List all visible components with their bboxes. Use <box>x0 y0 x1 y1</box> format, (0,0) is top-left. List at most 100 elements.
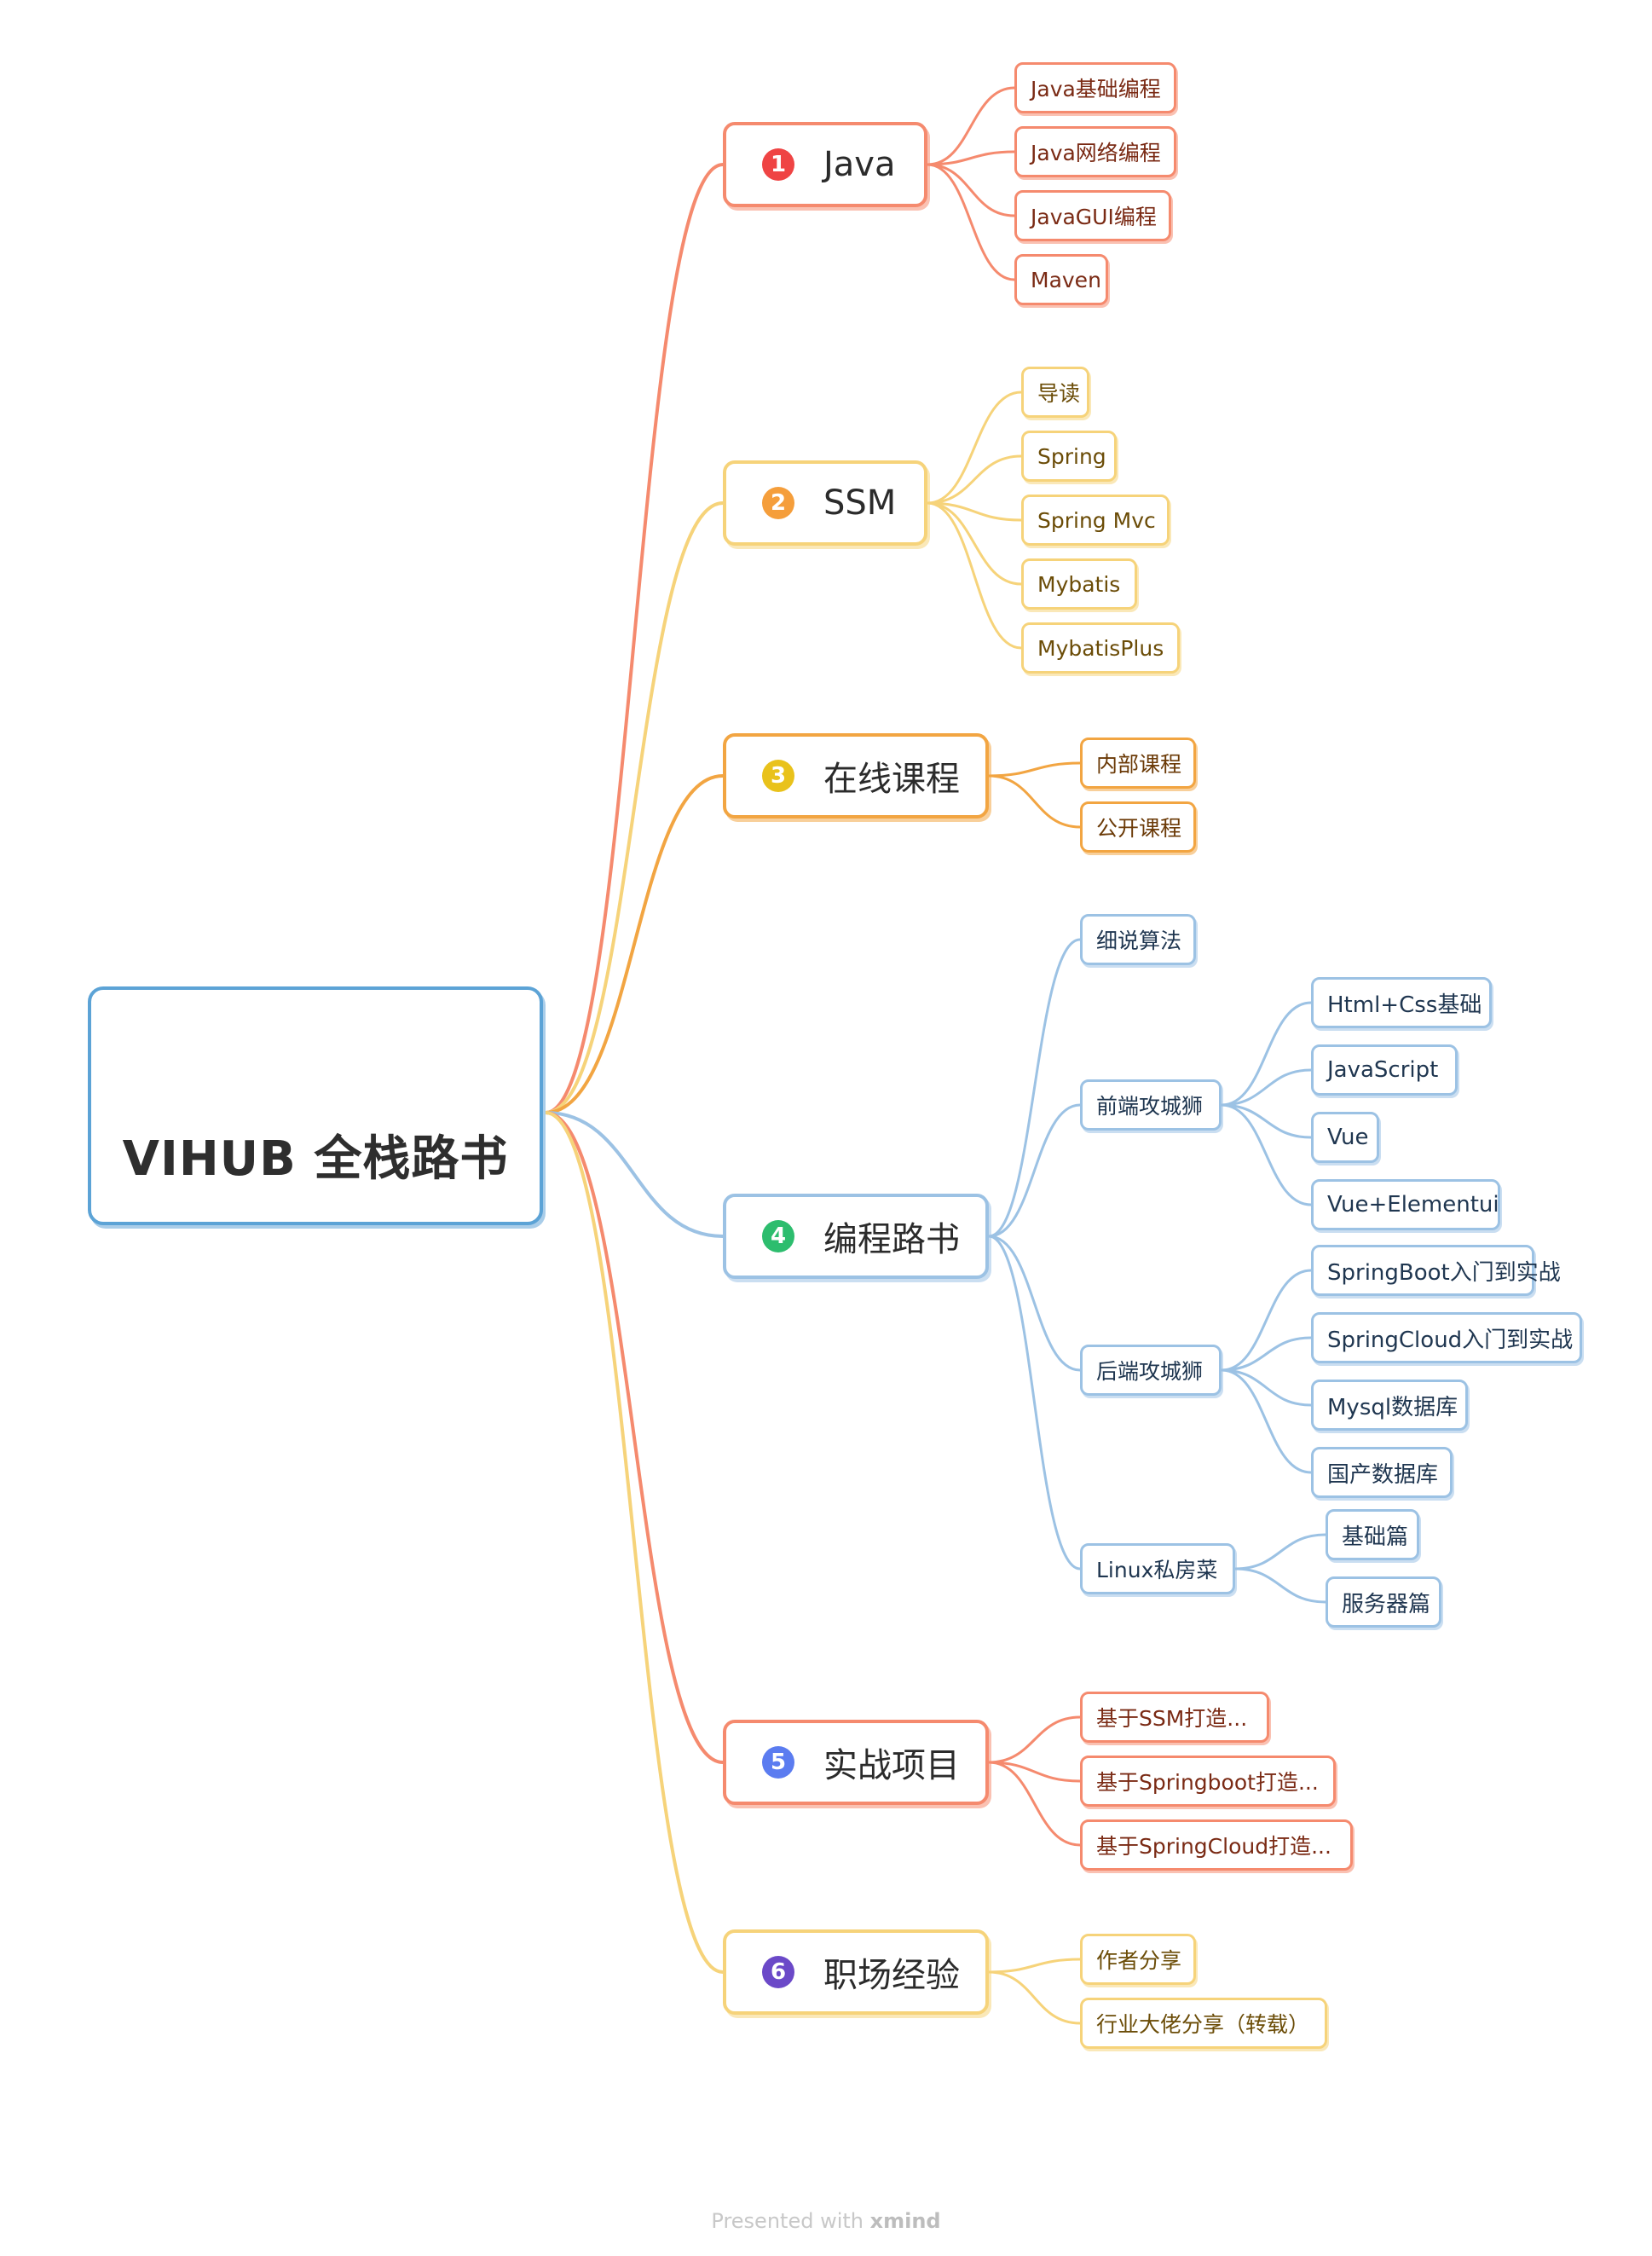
branch-link-4 <box>544 1111 725 1238</box>
subtopic-2-1-label: Spring <box>1037 443 1106 469</box>
subtopic-4-2-0-label: SpringBoot入门到实战 <box>1327 1259 1561 1286</box>
subtopic-4-1[interactable]: 前端攻城狮 <box>1080 1079 1222 1131</box>
branch-label: SSM <box>823 483 897 523</box>
branch-link-3 <box>544 774 725 1114</box>
footer-prefix: Presented with <box>711 2209 864 2233</box>
root-topic[interactable]: VIHUB 全栈路书 <box>88 986 543 1225</box>
sub-link-4-3 <box>987 1235 1082 1571</box>
branch-link-6 <box>544 1111 725 1974</box>
subtopic-4-2[interactable]: 后端攻城狮 <box>1080 1345 1222 1396</box>
sub-link-2-2 <box>926 501 1023 522</box>
branch-number-badge: 3 <box>762 760 794 792</box>
subtopic-4-1-2[interactable]: Vue <box>1311 1112 1379 1163</box>
subtopic-4-2-3-label: 国产数据库 <box>1327 1461 1439 1488</box>
subtopic-2-3-label: Mybatis <box>1037 571 1121 597</box>
branch-link-1 <box>544 163 725 1114</box>
sub2-link-3-0 <box>1233 1533 1327 1571</box>
sub-link-5-0 <box>987 1715 1082 1764</box>
branch-label: 实战项目 <box>823 1746 960 1785</box>
sub-link-2-3 <box>926 501 1023 586</box>
subtopic-2-0[interactable]: 导读 <box>1021 367 1089 418</box>
subtopic-2-1[interactable]: Spring <box>1021 431 1117 482</box>
subtopic-4-3-1[interactable]: 服务器篇 <box>1326 1576 1441 1628</box>
subtopic-5-2-label: 基于SpringCloud打造... <box>1096 1834 1331 1859</box>
subtopic-4-0-label: 细说算法 <box>1096 928 1182 953</box>
subtopic-6-1-label: 行业大佬分享（转载） <box>1096 2012 1310 2037</box>
sub-link-2-4 <box>926 501 1023 650</box>
subtopic-1-2[interactable]: JavaGUI编程 <box>1014 190 1171 241</box>
sub-link-1-3 <box>926 163 1016 281</box>
subtopic-4-3-1-label: 服务器篇 <box>1342 1591 1431 1617</box>
root-title: VIHUB 全栈路书 <box>122 1131 509 1187</box>
subtopic-4-2-label: 后端攻城狮 <box>1096 1359 1204 1384</box>
branch-number-badge: 1 <box>762 148 794 181</box>
subtopic-5-0-label: 基于SSM打造... <box>1096 1706 1248 1731</box>
subtopic-1-1[interactable]: Java网络编程 <box>1014 126 1176 177</box>
subtopic-4-2-2[interactable]: Mysql数据库 <box>1311 1380 1468 1431</box>
subtopic-3-1[interactable]: 公开课程 <box>1080 801 1196 853</box>
subtopic-1-3[interactable]: Maven <box>1014 254 1108 305</box>
sub-link-1-0 <box>926 86 1016 166</box>
subtopic-1-0-label: Java基础编程 <box>1031 77 1161 101</box>
subtopic-2-3[interactable]: Mybatis <box>1021 558 1137 610</box>
subtopic-4-2-0[interactable]: SpringBoot入门到实战 <box>1311 1245 1561 1296</box>
sub-link-5-2 <box>987 1761 1082 1847</box>
subtopic-5-1-label: 基于Springboot打造... <box>1096 1770 1319 1795</box>
subtopic-2-4[interactable]: MybatisPlus <box>1021 622 1180 674</box>
sub-link-1-1 <box>926 150 1016 166</box>
subtopic-4-2-3[interactable]: 国产数据库 <box>1311 1447 1453 1498</box>
branch-number-badge: 4 <box>762 1220 794 1252</box>
branch-topic-3[interactable]: 3 在线课程 <box>723 733 989 819</box>
subtopic-5-1[interactable]: 基于Springboot打造... <box>1080 1756 1336 1807</box>
subtopic-4-1-0[interactable]: Html+Css基础 <box>1311 977 1492 1028</box>
sub-link-2-1 <box>926 454 1023 505</box>
subtopic-4-3[interactable]: Linux私房菜 <box>1080 1543 1235 1594</box>
subtopic-4-3-label: Linux私房菜 <box>1096 1558 1218 1582</box>
subtopic-5-2[interactable]: 基于SpringCloud打造... <box>1080 1819 1353 1871</box>
sub2-link-1-0 <box>1220 1001 1313 1107</box>
subtopic-4-1-2-label: Vue <box>1327 1125 1369 1150</box>
connector-lines <box>544 86 1327 2025</box>
subtopic-4-1-1[interactable]: JavaScript <box>1311 1044 1458 1096</box>
sub-link-3-0 <box>987 761 1082 778</box>
subtopic-6-0[interactable]: 作者分享 <box>1080 1934 1196 1985</box>
footer-brand: xmind <box>869 2209 941 2233</box>
subtopic-4-3-0[interactable]: 基础篇 <box>1326 1509 1419 1560</box>
subtopic-3-1-label: 公开课程 <box>1096 816 1182 841</box>
subtopic-1-0[interactable]: Java基础编程 <box>1014 62 1176 113</box>
subtopic-3-0[interactable]: 内部课程 <box>1080 738 1196 789</box>
subtopic-1-1-label: Java网络编程 <box>1031 141 1161 165</box>
subtopic-4-2-1[interactable]: SpringCloud入门到实战 <box>1311 1312 1582 1363</box>
subtopic-2-4-label: MybatisPlus <box>1037 635 1164 661</box>
subtopic-4-2-1-label: SpringCloud入门到实战 <box>1327 1327 1574 1353</box>
subtopic-4-1-3-label: Vue+Elementui <box>1327 1192 1499 1218</box>
subtopic-6-1[interactable]: 行业大佬分享（转载） <box>1080 1998 1327 2049</box>
subtopic-2-2[interactable]: Spring Mvc <box>1021 495 1170 546</box>
branch-label: 编程路书 <box>823 1220 960 1259</box>
sub2-link-1-2 <box>1220 1103 1313 1139</box>
subtopic-6-0-label: 作者分享 <box>1096 1948 1182 1973</box>
branch-number-badge: 2 <box>762 487 794 519</box>
sub-link-6-0 <box>987 1958 1082 1974</box>
subtopic-1-3-label: Maven <box>1031 267 1101 292</box>
subtopic-4-1-0-label: Html+Css基础 <box>1327 992 1482 1018</box>
branch-number-badge: 6 <box>762 1956 794 1988</box>
branch-label: 在线课程 <box>823 760 960 799</box>
subtopic-4-0[interactable]: 细说算法 <box>1080 914 1196 965</box>
subtopic-4-1-3[interactable]: Vue+Elementui <box>1311 1179 1500 1230</box>
subtopic-5-0[interactable]: 基于SSM打造... <box>1080 1692 1269 1743</box>
sub2-link-2-3 <box>1220 1368 1313 1474</box>
subtopic-4-1-1-label: JavaScript <box>1327 1057 1439 1083</box>
sub-link-3-1 <box>987 774 1082 829</box>
branch-topic-4[interactable]: 4 编程路书 <box>723 1194 989 1279</box>
sub2-link-1-1 <box>1220 1068 1313 1107</box>
footer: Presented with xmind <box>0 2209 1652 2233</box>
branch-topic-2[interactable]: 2 SSM <box>723 460 927 546</box>
subtopic-4-1-label: 前端攻城狮 <box>1096 1094 1204 1119</box>
branch-link-2 <box>544 501 725 1114</box>
sub-link-4-2 <box>987 1235 1082 1372</box>
sub2-link-2-0 <box>1220 1269 1313 1372</box>
